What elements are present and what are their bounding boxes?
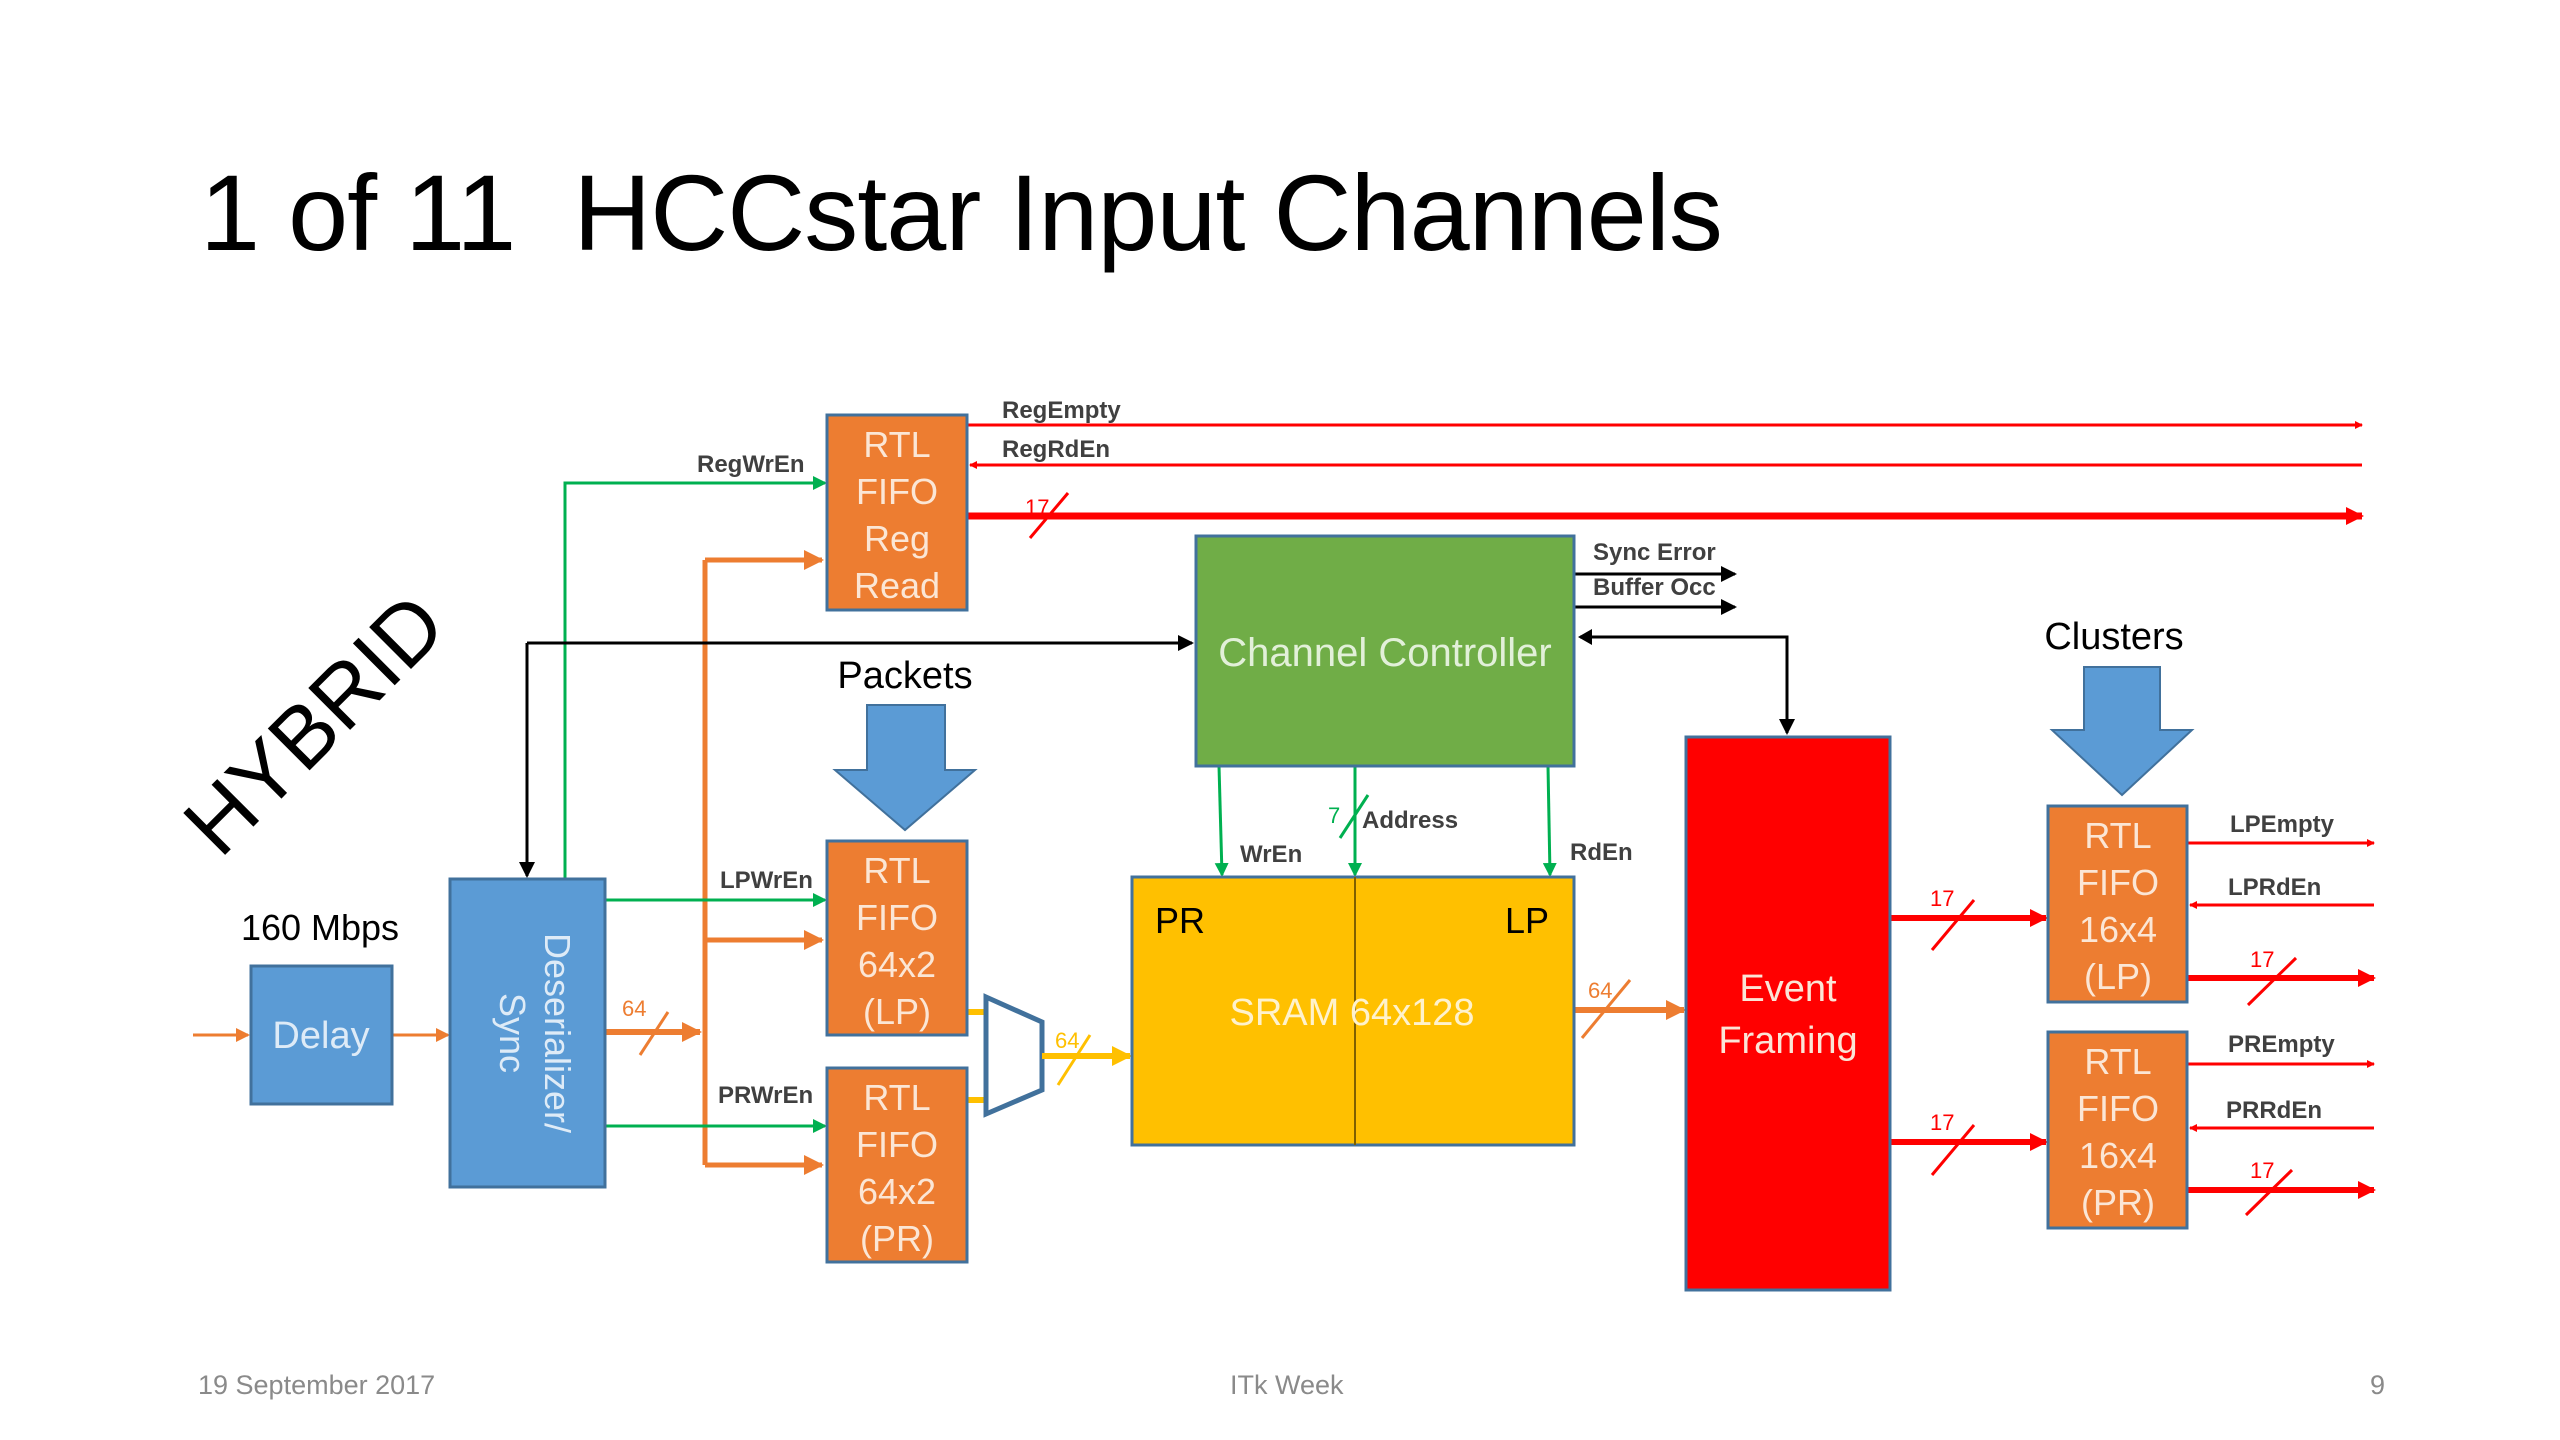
event-framing-line2: Framing <box>1718 1020 1857 1062</box>
deserializer-block: Deserializer/ Sync <box>448 877 607 1189</box>
sram-label: SRAM 64x128 <box>1229 992 1474 1034</box>
reg-fifo-line2: FIFO <box>856 471 938 512</box>
pr-out-width: 17 <box>2250 1158 2274 1183</box>
lp-fifo-out-line1: RTL <box>2084 815 2151 856</box>
ctrl-to-deserializer-signal <box>519 635 1194 878</box>
ef-to-lp-fifo-bus: 17 <box>1890 886 2048 951</box>
mux-to-sram-bus: 64 <box>1042 1028 1132 1086</box>
event-framing-block: Event Framing <box>1684 735 1892 1292</box>
ef-to-pr-fifo-bus: 17 <box>1890 1110 2048 1176</box>
ctrl-event-framing-signal <box>1578 629 1795 735</box>
delay-block: Delay <box>249 964 394 1106</box>
sync-error-signal: Sync Error <box>1574 539 1737 582</box>
footer-date: 19 September 2017 <box>198 1370 436 1400</box>
reg-fifo-line3: Reg <box>864 518 930 559</box>
sram-block: PR LP SRAM 64x128 <box>1130 875 1576 1147</box>
ef-pr-width: 17 <box>1930 1110 1954 1135</box>
sram-rd-en-signal: RdEn <box>1542 765 1633 877</box>
pr-input-fifo-block: RTL FIFO 64x2 (PR) <box>825 1066 969 1264</box>
lp-fifo-out-line3: 16x4 <box>2079 909 2157 950</box>
pr-data-out-bus: 17 <box>2187 1158 2376 1217</box>
lp-fifo-in-line3: 64x2 <box>858 944 936 985</box>
lp-fifo-in-line4: (LP) <box>863 991 931 1032</box>
reg-empty-label: RegEmpty <box>1002 397 1121 424</box>
lp-wr-en-label: LPWrEn <box>720 867 813 894</box>
channel-controller-label: Channel Controller <box>1218 631 1552 675</box>
pr-rd-en-label: PRRdEn <box>2226 1097 2322 1124</box>
reg-empty-signal: RegEmpty <box>967 397 2363 429</box>
pr-empty-signal: PREmpty <box>2187 1031 2375 1068</box>
pr-fifo-out-line4: (PR) <box>2081 1182 2155 1223</box>
deserializer-label-line1: Deserializer/ <box>537 933 578 1133</box>
clusters-label: Clusters <box>2044 616 2183 658</box>
pr-rd-en-signal: PRRdEn <box>2189 1097 2374 1132</box>
pr-wr-en-label: PRWrEn <box>718 1082 813 1109</box>
reg-fifo-line1: RTL <box>863 424 930 465</box>
pr-fifo-in-line1: RTL <box>863 1077 930 1118</box>
event-framing-line1: Event <box>1739 968 1837 1010</box>
lp-empty-label: LPEmpty <box>2230 811 2335 838</box>
hybrid-label: HYBRID <box>166 576 464 874</box>
address-label: Address <box>1362 807 1458 834</box>
address-width: 7 <box>1328 803 1340 828</box>
lp-rd-en-label: LPRdEn <box>2228 874 2321 901</box>
lp-out-width: 17 <box>2250 947 2274 972</box>
reg-wr-en-signal: RegWrEn <box>563 451 827 878</box>
lp-wr-en-signal: LPWrEn <box>605 867 827 907</box>
ef-lp-width: 17 <box>1930 886 1954 911</box>
sram-wr-en-signal: WrEn <box>1214 765 1302 877</box>
delay-label: Delay <box>272 1015 369 1057</box>
multiplexer <box>983 993 1045 1118</box>
sram-address-signal: 7 Address <box>1328 766 1458 877</box>
reg-wr-en-label: RegWrEn <box>697 451 805 478</box>
buffer-occ-signal: Buffer Occ <box>1574 574 1737 615</box>
lp-fifo-in-line2: FIFO <box>856 897 938 938</box>
footer-page-number: 9 <box>2370 1370 2386 1400</box>
pr-fifo-out-line3: 16x4 <box>2079 1135 2157 1176</box>
reg-fifo-line4: Read <box>854 565 940 606</box>
lp-fifo-out-line4: (LP) <box>2084 956 2152 997</box>
lp-fifo-in-line1: RTL <box>863 850 930 891</box>
sram-lp-label: LP <box>1505 900 1549 941</box>
pr-wr-en-signal: PRWrEn <box>605 1082 827 1133</box>
reg-rd-en-label: RegRdEn <box>1002 436 1110 463</box>
deser-bus-width: 64 <box>622 996 646 1021</box>
mux-bus-width: 64 <box>1055 1028 1079 1053</box>
channel-controller-block: Channel Controller <box>1194 534 1576 768</box>
sync-error-label: Sync Error <box>1593 539 1716 566</box>
pr-empty-label: PREmpty <box>2228 1031 2335 1058</box>
down-arrow-icon <box>2049 666 2195 797</box>
pr-output-fifo-block: RTL FIFO 16x4 (PR) <box>2046 1030 2189 1230</box>
lp-empty-signal: LPEmpty <box>2187 811 2375 847</box>
deserializer-label-line2: Sync <box>492 993 533 1073</box>
lp-output-fifo-block: RTL FIFO 16x4 (LP) <box>2046 804 2189 1004</box>
sram-out-bus: 64 <box>1574 978 1686 1039</box>
pr-fifo-in-line4: (PR) <box>860 1218 934 1259</box>
wr-en-label: WrEn <box>1240 841 1302 868</box>
rd-en-label: RdEn <box>1570 839 1633 866</box>
pr-fifo-out-line2: FIFO <box>2077 1088 2159 1129</box>
reg-fifo-block: RTL FIFO Reg Read <box>825 413 969 612</box>
lp-data-out-bus: 17 <box>2187 947 2376 1007</box>
lp-rd-en-signal: LPRdEn <box>2189 874 2374 909</box>
slide-title: 1 of 11 HCCstar Input Channels <box>200 152 1723 273</box>
pr-fifo-in-line2: FIFO <box>856 1124 938 1165</box>
buffer-occ-label: Buffer Occ <box>1593 574 1716 601</box>
lp-input-fifo-block: RTL FIFO 64x2 (LP) <box>825 839 969 1037</box>
packets-label: Packets <box>837 655 972 697</box>
reg-data-bus: 17 <box>967 492 2364 539</box>
footer-event: ITk Week <box>1230 1370 1344 1400</box>
pr-fifo-in-line3: 64x2 <box>858 1171 936 1212</box>
input-rate-label: 160 Mbps <box>241 907 399 948</box>
lp-fifo-out-line2: FIFO <box>2077 862 2159 903</box>
reg-rd-en-signal: RegRdEn <box>969 436 2362 469</box>
sram-pr-label: PR <box>1155 900 1205 941</box>
pr-fifo-out-line1: RTL <box>2084 1041 2151 1082</box>
sram-out-width: 64 <box>1588 978 1612 1003</box>
down-arrow-icon <box>832 704 978 832</box>
packets-arrow: Packets <box>832 655 978 832</box>
clusters-arrow: Clusters <box>2044 616 2195 797</box>
deserializer-data-bus: 64 <box>605 550 824 1175</box>
reg-bus-width: 17 <box>1025 495 1049 520</box>
